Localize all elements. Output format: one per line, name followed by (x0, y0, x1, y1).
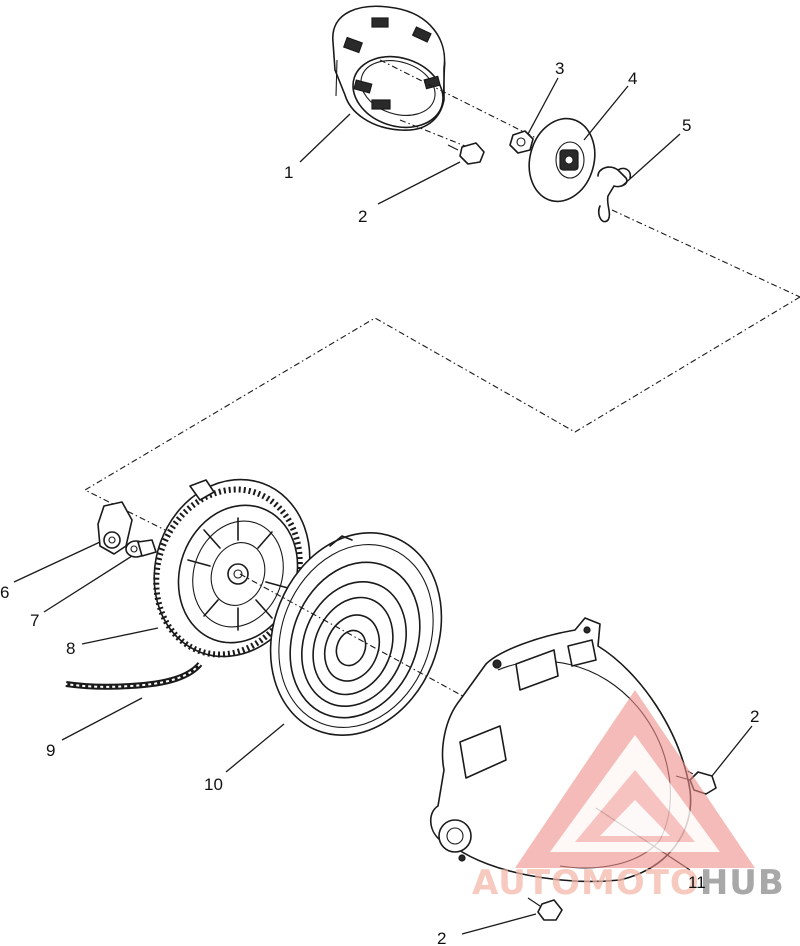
watermark-text-hub: HUB (700, 863, 785, 903)
assembly-boundary-lines (83, 209, 800, 531)
part-3-nut (509, 130, 534, 154)
part-2-bolt-bottom (527, 897, 563, 921)
callout-2-bottom: 2 (437, 929, 446, 946)
callout-3: 3 (555, 59, 564, 78)
callout-9: 9 (46, 741, 55, 760)
callout-10: 10 (204, 775, 223, 794)
callout-5: 5 (682, 116, 691, 135)
part-10-spring (269, 531, 443, 737)
part-8-reel (153, 478, 311, 658)
part-4-plate (528, 117, 596, 203)
watermark-text: AUTOMOTOHUB (472, 863, 785, 903)
part-5-clip (597, 166, 632, 223)
callout-2-right: 2 (750, 707, 759, 726)
part-6-pawl (97, 501, 133, 555)
callout-6: 6 (0, 583, 9, 602)
callout-1: 1 (284, 163, 293, 182)
callout-2-top: 2 (358, 207, 367, 226)
automotohub-watermark: AUTOMOTOHUB (472, 690, 785, 903)
watermark-text-automoto: AUTOMOTO (472, 863, 700, 903)
part-2-bolt-top (447, 142, 485, 165)
callout-labels: 1 2 3 4 5 6 7 8 9 10 2 11 2 (0, 59, 759, 946)
part-1-cup (332, 5, 446, 131)
callout-4: 4 (628, 69, 637, 88)
callout-7: 7 (30, 611, 39, 630)
callout-11: 11 (688, 873, 706, 892)
callout-8: 8 (66, 639, 75, 658)
part-9-rope (65, 661, 203, 690)
part-7-pin (125, 539, 157, 558)
